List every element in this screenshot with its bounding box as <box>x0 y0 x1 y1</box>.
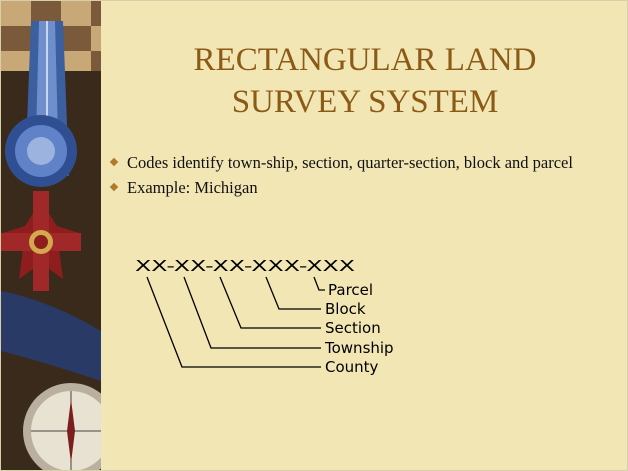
slide-title: RECTANGULAR LAND SURVEY SYSTEM <box>101 39 627 123</box>
title-line-1: RECTANGULAR LAND <box>193 42 537 78</box>
decorative-sidebar-image <box>1 1 101 470</box>
label-county: County <box>325 358 379 376</box>
section-connector <box>219 276 321 329</box>
bullet-text: Codes identify town-ship, section, quart… <box>127 153 573 172</box>
connector-lines <box>146 276 325 368</box>
label-section: Section <box>325 319 381 337</box>
medal-compass-illustration <box>1 1 101 470</box>
block-connector <box>265 276 321 310</box>
label-parcel: Parcel <box>328 281 373 299</box>
code-format-text: XX-XX-XX-XXX-XXX <box>135 257 355 275</box>
bullet-list: Codes identify town-ship, section, quart… <box>109 152 609 202</box>
bullet-item-example: Example: Michigan <box>109 177 609 198</box>
label-block: Block <box>325 300 366 318</box>
title-line-2: SURVEY SYSTEM <box>231 84 499 120</box>
parcel-connector <box>313 276 325 291</box>
bullet-text: Example: Michigan <box>127 178 258 197</box>
county-connector <box>146 276 321 368</box>
label-township: Township <box>324 339 394 357</box>
bullet-item-codes: Codes identify town-ship, section, quart… <box>109 152 609 173</box>
township-connector <box>183 276 321 349</box>
